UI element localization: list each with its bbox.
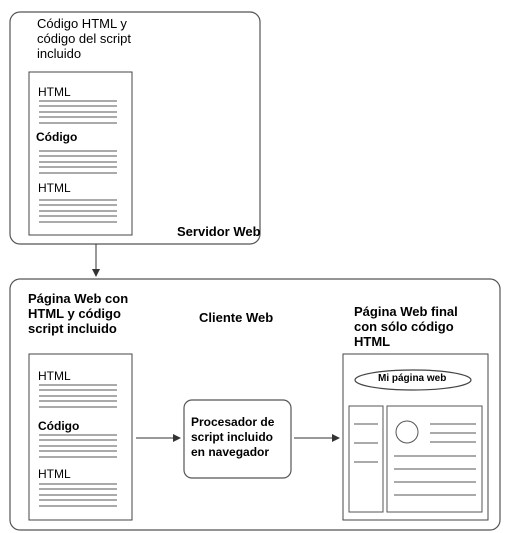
page-title-ellipse	[354, 369, 472, 391]
server-doc-label-html-2: HTML	[38, 181, 71, 195]
server-header: Código HTML y código del script incluido	[37, 16, 131, 61]
client-input-document	[28, 353, 133, 521]
web-client-label: Cliente Web	[199, 310, 274, 325]
server-document	[28, 71, 133, 236]
page-image-icon	[395, 420, 419, 444]
server-document-lines	[39, 100, 117, 223]
server-doc-label-code: Código	[36, 130, 78, 144]
client-input-document-lines	[39, 384, 117, 507]
client-doc-label-html-1: HTML	[38, 369, 71, 383]
page-sidebar	[348, 405, 384, 513]
page-content-area	[386, 405, 483, 513]
script-processor-label: Procesador de script incluido en navegad…	[191, 415, 275, 459]
client-doc-label-html-2: HTML	[38, 467, 71, 481]
client-input-header: Página Web con HTML y código script incl…	[28, 291, 129, 336]
page-content-lines	[394, 423, 476, 496]
web-server-label: Servidor Web	[177, 224, 261, 239]
page-sidebar-lines	[354, 423, 378, 463]
client-doc-label-code: Código	[38, 419, 80, 433]
final-page-title: Mi página web	[378, 373, 447, 384]
client-output-header: Página Web final con sólo código HTML	[354, 304, 458, 349]
server-doc-label-html-1: HTML	[38, 85, 71, 99]
script-processor-box	[183, 399, 292, 479]
